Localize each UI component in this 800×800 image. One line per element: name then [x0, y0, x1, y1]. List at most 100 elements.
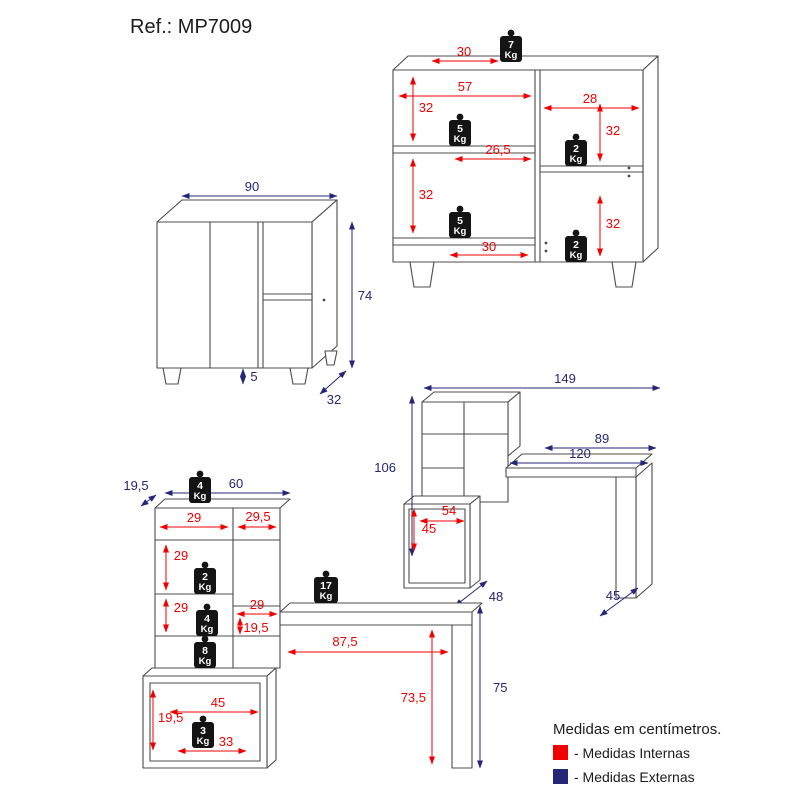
fitting-dot [544, 249, 548, 253]
dim-niche-height-small-19-5: 19,5 [237, 617, 269, 635]
desktop-front-edge [505, 467, 637, 478]
svg-text:45: 45 [422, 521, 436, 536]
svg-text:Kg: Kg [320, 591, 333, 602]
svg-text:Kg: Kg [570, 250, 583, 261]
hutch-side-face [507, 391, 521, 457]
dim-shelf-width-60: 60 [164, 476, 291, 496]
open-shelf [262, 293, 313, 301]
svg-text:5: 5 [457, 215, 463, 227]
legend: Medidas em centímetros. - Medidas Intern… [553, 721, 721, 785]
weight-badge-desktop-17kg: 17 Kg [314, 570, 338, 603]
dim-desk-inner-height-73-5: 73,5 [401, 629, 435, 765]
cabinet-foot-right [611, 261, 637, 288]
dim-niche-height-45: 45 [411, 508, 436, 552]
dim-niche-width-54: 54 [419, 503, 465, 524]
svg-text:Kg: Kg [454, 226, 467, 237]
dim-bottom-width: 30 [449, 239, 529, 258]
hutch-front-face [421, 401, 509, 503]
desktop-front-edge [279, 611, 473, 626]
cabinet3d-top-face [156, 199, 338, 223]
svg-text:32: 32 [419, 187, 433, 202]
dim-top-depth-19-5: 19,5 [123, 478, 157, 507]
svg-text:74: 74 [358, 288, 372, 303]
weight-badge-low-right-2kg: 2 Kg [565, 229, 587, 262]
svg-text:149: 149 [554, 371, 576, 386]
desk-3d-view: 149 106 89 120 45 54 48 45 [374, 371, 661, 617]
dim-right-lower-height: 32 [597, 195, 620, 257]
svg-text:5: 5 [457, 123, 463, 135]
svg-text:29: 29 [187, 510, 201, 525]
dim-height-74: 74 [349, 221, 372, 369]
fitting-dot [322, 298, 326, 302]
svg-text:19,5: 19,5 [243, 620, 268, 635]
svg-text:89: 89 [595, 431, 609, 446]
svg-text:32: 32 [327, 392, 341, 407]
svg-text:2: 2 [573, 239, 579, 251]
weight-badge-cabinet-top-8kg: 8 Kg [194, 635, 216, 668]
svg-text:57: 57 [458, 79, 472, 94]
dim-total-width-149: 149 [423, 371, 661, 391]
dim-left-upper-height: 32 [410, 76, 433, 142]
svg-text:7: 7 [508, 39, 514, 51]
dim-foot-5: 5 [240, 368, 258, 385]
desktop-top-face [279, 602, 483, 613]
fitting-dot [627, 166, 631, 170]
svg-text:30: 30 [482, 239, 496, 254]
svg-text:Kg: Kg [197, 736, 210, 747]
weight-badge-shelf-top-4kg: 4 Kg [189, 470, 211, 503]
legend-internal-label: - Medidas Internas [574, 745, 690, 761]
side-panel-front [615, 476, 637, 599]
dim-cabinet-drawer-width-33: 33 [177, 734, 247, 754]
cabinet-side-face [266, 667, 277, 769]
dim-shelf-width: 26,5 [454, 142, 532, 162]
dim-width-90: 90 [181, 179, 338, 199]
cabinet-top-face [392, 55, 659, 71]
legend-internal-swatch [553, 745, 568, 760]
svg-text:106: 106 [374, 460, 396, 475]
foot-right [289, 367, 309, 385]
svg-text:32: 32 [606, 216, 620, 231]
svg-text:30: 30 [457, 44, 471, 59]
cabinet-3d-view: 90 74 5 32 [156, 179, 372, 407]
svg-text:Kg: Kg [199, 582, 212, 593]
dim-inner-width-left: 57 [398, 79, 532, 99]
fitting-dot [544, 241, 548, 245]
svg-text:29: 29 [174, 548, 188, 563]
reference-title: Ref.: MP7009 [130, 16, 252, 38]
foot-left [162, 367, 182, 385]
dim-desk-height-75: 75 [477, 605, 507, 769]
cabinet-shelf-left-2 [392, 237, 536, 246]
foot-back [324, 350, 338, 366]
svg-text:29: 29 [250, 597, 264, 612]
legend-external-label: - Medidas Externas [574, 769, 695, 785]
svg-text:29,5: 29,5 [245, 509, 270, 524]
svg-text:4: 4 [197, 480, 203, 492]
svg-text:3: 3 [200, 725, 206, 737]
tower-top-face [154, 498, 291, 509]
dim-side-depth-45: 45 [599, 587, 639, 617]
weight-badge-shelf-mid-2kg: 2 Kg [194, 561, 216, 594]
svg-text:33: 33 [219, 734, 233, 749]
weight-badge-shelf-low-4kg: 4 Kg [196, 603, 218, 636]
svg-text:2: 2 [573, 143, 579, 155]
dim-cabinet-depth-48: 48 [454, 580, 503, 607]
dim-depth-32: 32 [319, 370, 347, 407]
dim-niche-height-upper-29: 29 [163, 544, 188, 591]
side-panel-depth-face [635, 462, 653, 599]
weight-badge-mid-left-5kg: 5 Kg [449, 113, 471, 146]
svg-text:29: 29 [174, 600, 188, 615]
cabinet-top-face [142, 667, 277, 677]
svg-text:32: 32 [419, 100, 433, 115]
desk-front-view: 60 19,5 29 29,5 29 29 29 19,5 [123, 470, 507, 769]
hutch-top-face [421, 391, 521, 403]
svg-text:Kg: Kg [454, 134, 467, 145]
legend-title: Medidas em centímetros. [553, 721, 721, 738]
svg-text:90: 90 [245, 179, 259, 194]
weight-badge-mid-right-2kg: 2 Kg [565, 133, 587, 166]
svg-text:75: 75 [493, 680, 507, 695]
svg-text:87,5: 87,5 [332, 634, 357, 649]
weight-badge-cabinet-inside-3kg: 3 Kg [192, 715, 214, 748]
dim-right-upper-height: 32 [597, 103, 620, 162]
dim-cabinet-inner-width-45: 45 [169, 695, 259, 715]
